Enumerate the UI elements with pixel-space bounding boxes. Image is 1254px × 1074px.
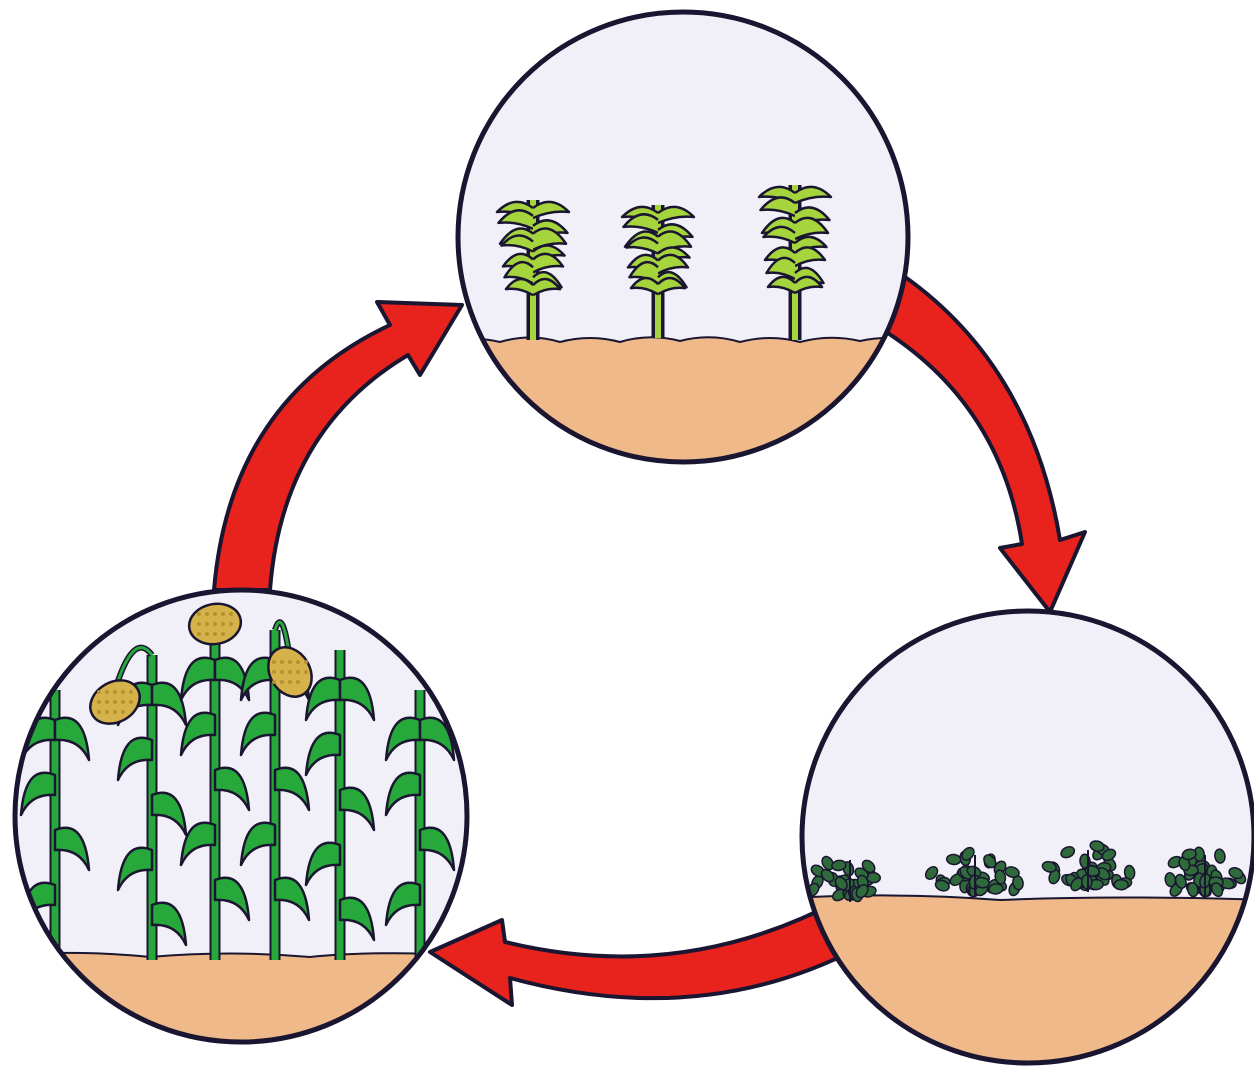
arrow-legumes-to-cereal xyxy=(430,900,858,1005)
soil xyxy=(440,337,930,480)
arrow-seedlings-to-legumes xyxy=(875,270,1085,612)
stage-young-cereal-seedlings xyxy=(440,12,930,480)
stage-mature-cereal-with-grain-heads xyxy=(10,590,480,1060)
stage-legume-bushes xyxy=(790,611,1254,1074)
arrow-cereal-to-seedlings xyxy=(214,302,462,590)
